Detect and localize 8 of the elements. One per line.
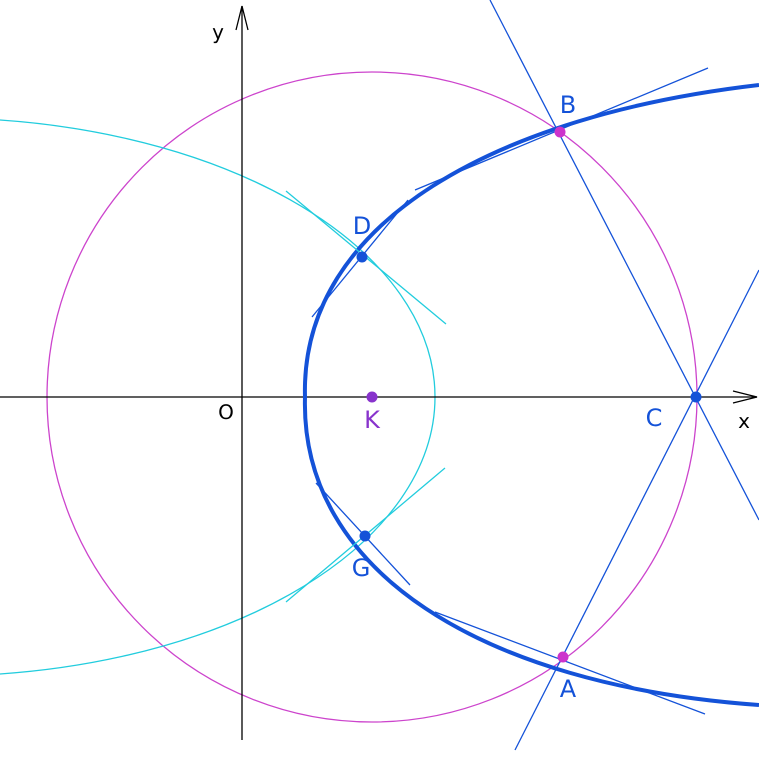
axis-label: x (738, 409, 750, 433)
origin-label: O (218, 400, 234, 424)
point-label: D (352, 214, 372, 238)
point-label: K (364, 408, 380, 432)
point-label: A (560, 677, 576, 701)
point-label: B (560, 93, 576, 117)
axis-label: y (212, 20, 224, 44)
point-label: C (646, 406, 662, 430)
